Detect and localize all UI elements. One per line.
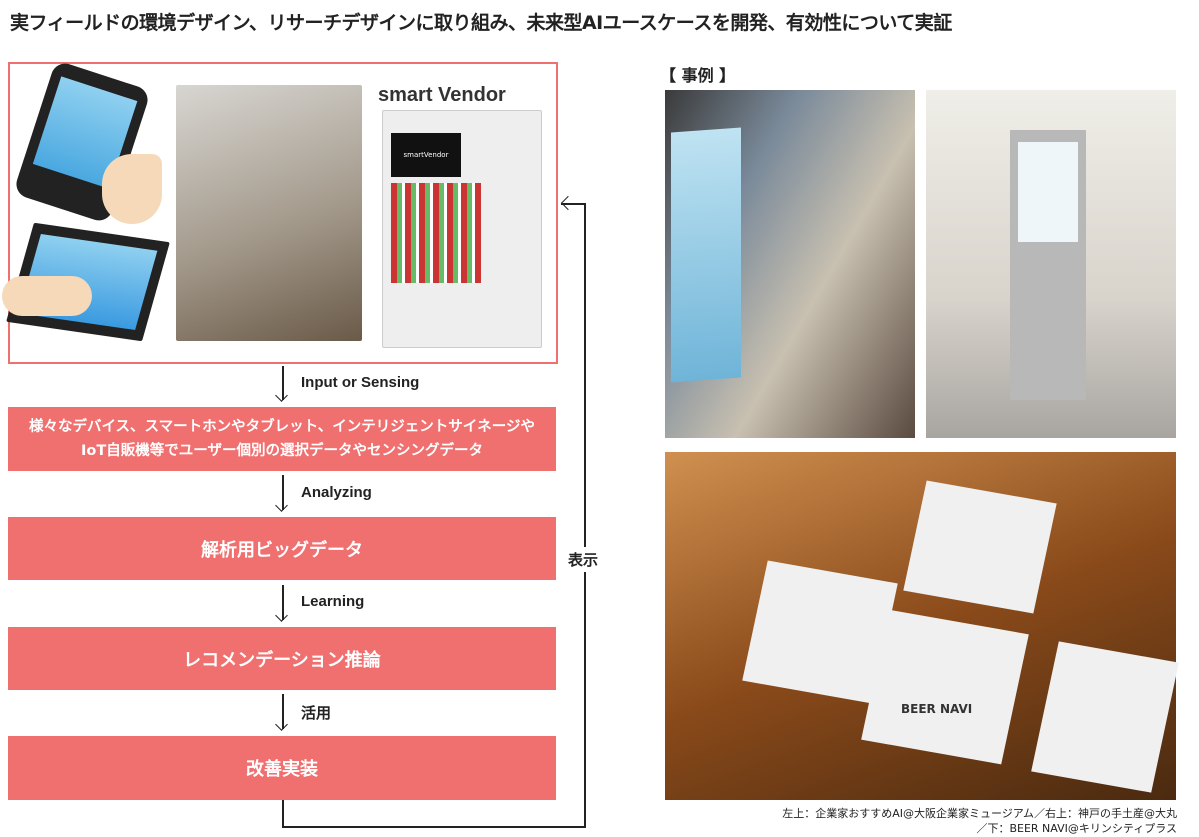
feedback-arrowhead: [560, 195, 576, 211]
arrow-down: [282, 585, 284, 620]
arrow-down: [282, 366, 284, 400]
flow-box-data-sources: 様々なデバイス、スマートホンやタブレット、インテリジェントサイネージや IoT自…: [8, 407, 556, 471]
feedback-line: [282, 826, 585, 828]
flow-label-learning: Learning: [301, 593, 365, 610]
feedback-line: [584, 203, 586, 828]
flow-label-input: Input or Sensing: [301, 374, 420, 391]
caption-line-2: ／下：BEER NAVI@キリンシティプラス: [976, 822, 1177, 835]
vendor-logo: smart Vendor: [378, 84, 506, 106]
photo-kiosk-woman: [665, 90, 915, 438]
photo-caption: 左上：企業家おすすめAI@大阪企業家ミュージアム／右上：神戸の手土産@大丸 ／下…: [782, 806, 1177, 836]
arrow-down: [282, 694, 284, 729]
flow-label-analyzing: Analyzing: [301, 484, 372, 501]
feedback-line: [282, 800, 284, 827]
device-examples-box: smart Vendor smartVendor: [2, 59, 558, 364]
flow-box-recommendation: レコメンデーション推論: [8, 627, 556, 690]
examples-heading: 【 事例 】: [660, 66, 736, 85]
kiosk-room-photo: [176, 85, 362, 341]
photo-beer-navi-tablets: BEER NAVI: [665, 452, 1179, 800]
page-title: 実フィールドの環境デザイン、リサーチデザインに取り組み、未来型AIユースケースを…: [10, 12, 952, 34]
flow-box-implementation: 改善実装: [8, 736, 556, 800]
beer-navi-logo: BEER NAVI: [901, 702, 973, 716]
caption-line-1: 左上：企業家おすすめAI@大阪企業家ミュージアム／右上：神戸の手土産@大丸: [782, 807, 1177, 820]
hand-illustration: [102, 154, 162, 224]
flow-box-big-data: 解析用ビッグデータ: [8, 517, 556, 580]
photo-kiosk-store: [926, 90, 1176, 438]
flow-label-utilize: 活用: [301, 705, 332, 722]
arrow-down: [282, 475, 284, 510]
vending-machine-image: smartVendor: [382, 110, 542, 348]
hand-illustration: [2, 276, 92, 316]
feedback-line: [561, 203, 585, 205]
feedback-label: 表示: [568, 547, 599, 572]
vendor-screen: smartVendor: [391, 133, 461, 177]
